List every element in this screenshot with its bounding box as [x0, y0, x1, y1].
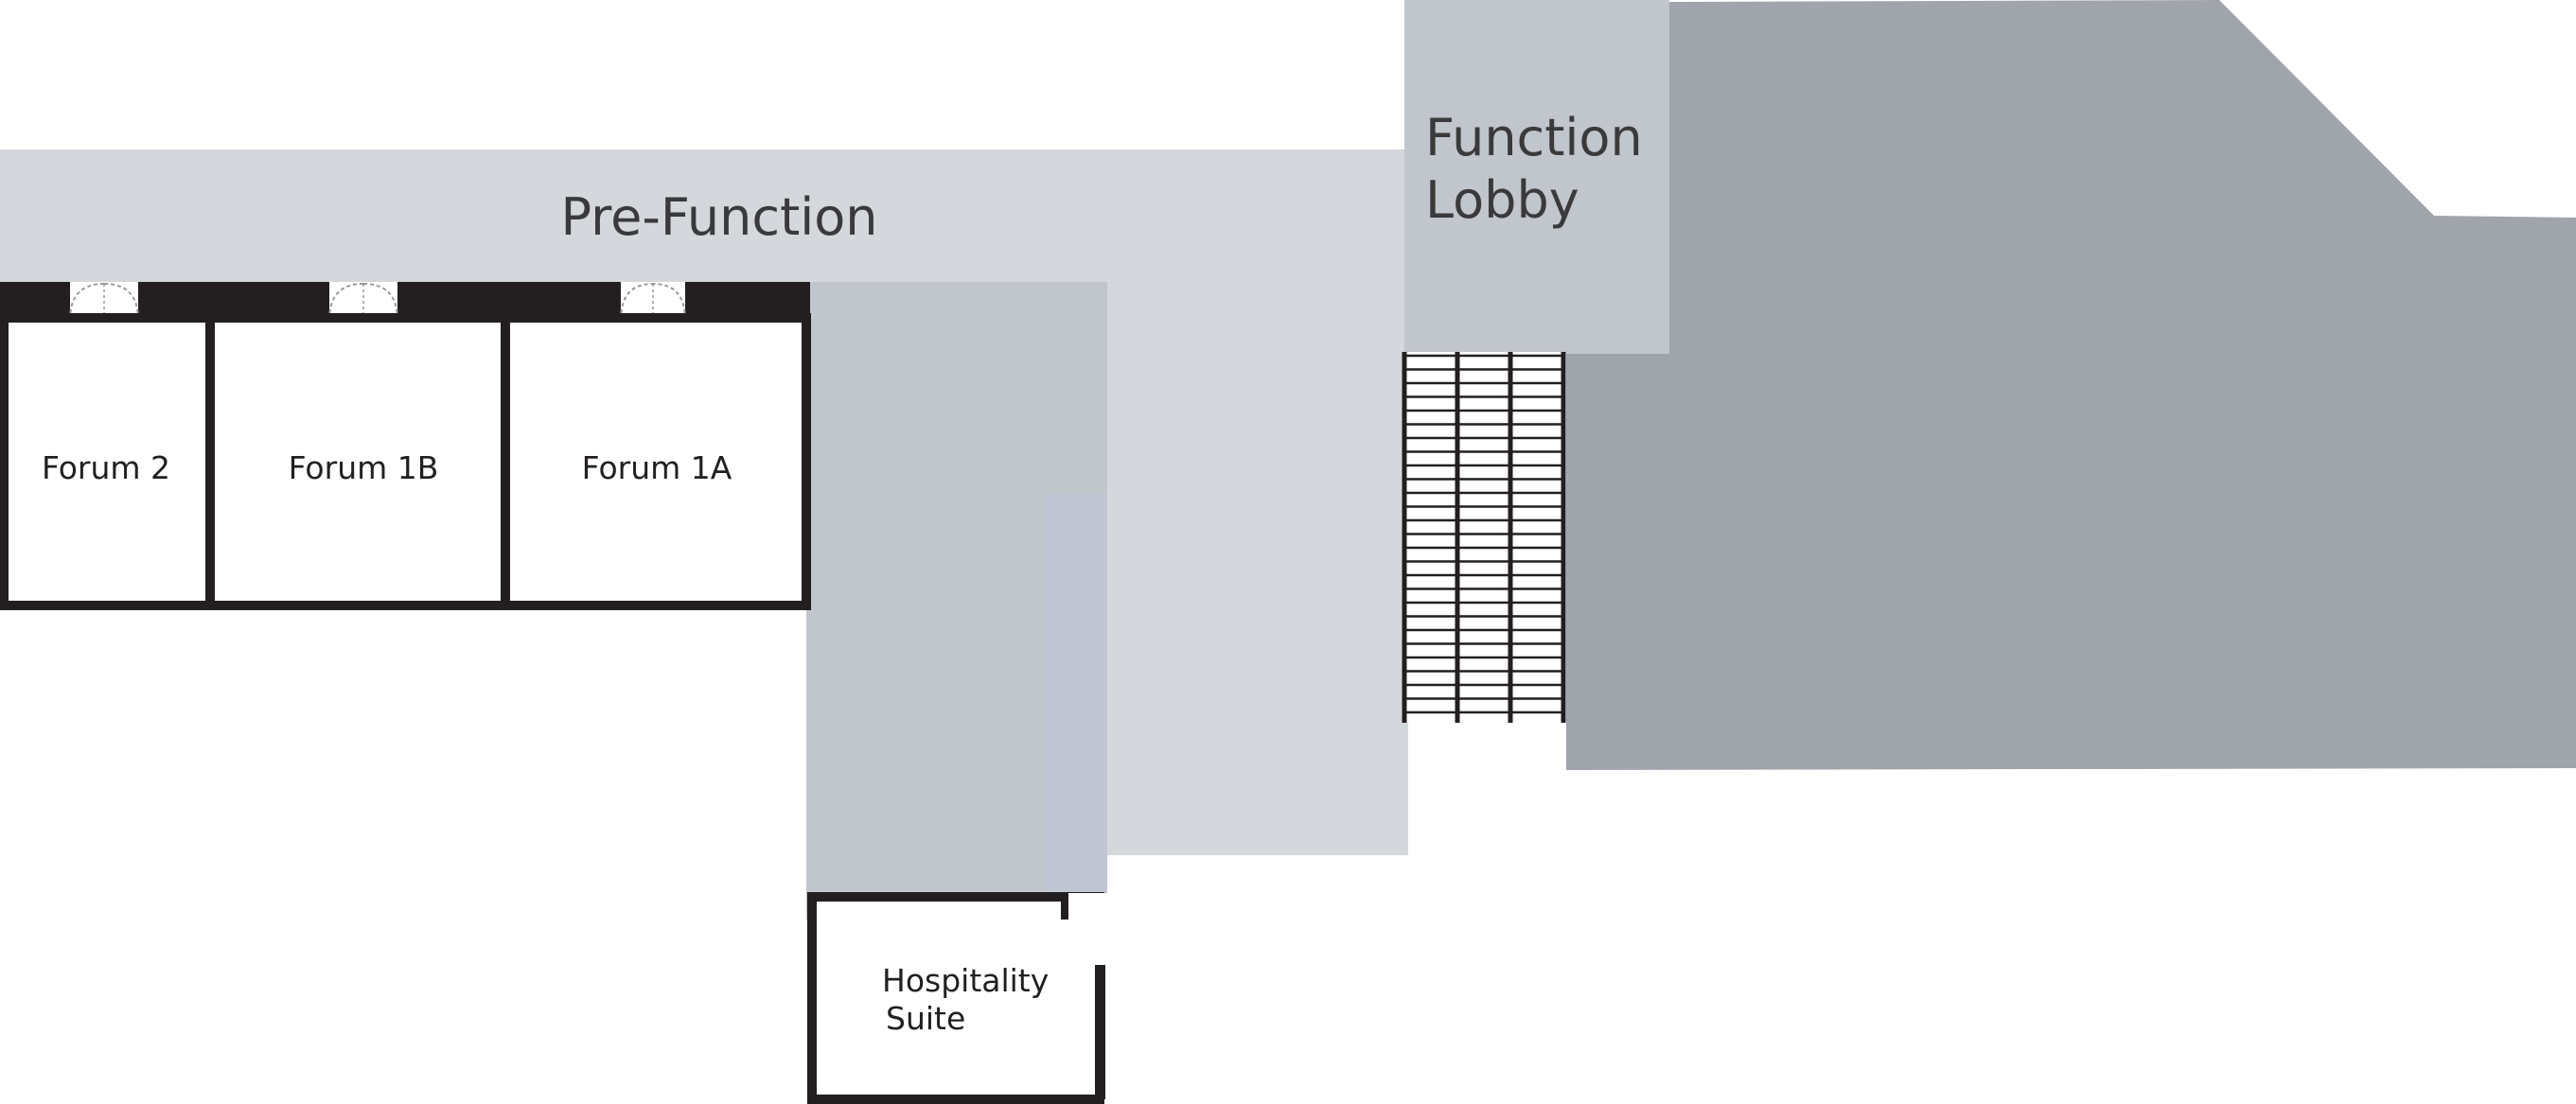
pre-function-area — [0, 149, 1405, 284]
hall-block — [1566, 0, 2576, 770]
pre-function-vertical — [1105, 282, 1408, 855]
function-lobby-label-line1: Function — [1425, 108, 1643, 167]
pre-function-label: Pre-Function — [560, 187, 877, 247]
function-lobby-label-line2: Lobby — [1425, 170, 1579, 230]
hospitality-suite-label-line1: Hospitality — [882, 962, 1049, 999]
forum-1b-label: Forum 1B — [289, 449, 439, 486]
room-forum-1b — [205, 313, 510, 610]
function-lobby-area — [1404, 0, 1669, 354]
forum-2-label: Forum 2 — [42, 449, 170, 486]
hospitality-suite-label-line2: Suite — [886, 1000, 965, 1037]
room-forum-1a — [501, 313, 811, 610]
hospitality-door-gap — [1067, 893, 1109, 965]
corridor-strip — [1045, 494, 1107, 920]
stairs-background — [1404, 352, 1563, 723]
stairs — [1402, 352, 1566, 723]
forum-1a-label: Forum 1A — [582, 449, 732, 486]
